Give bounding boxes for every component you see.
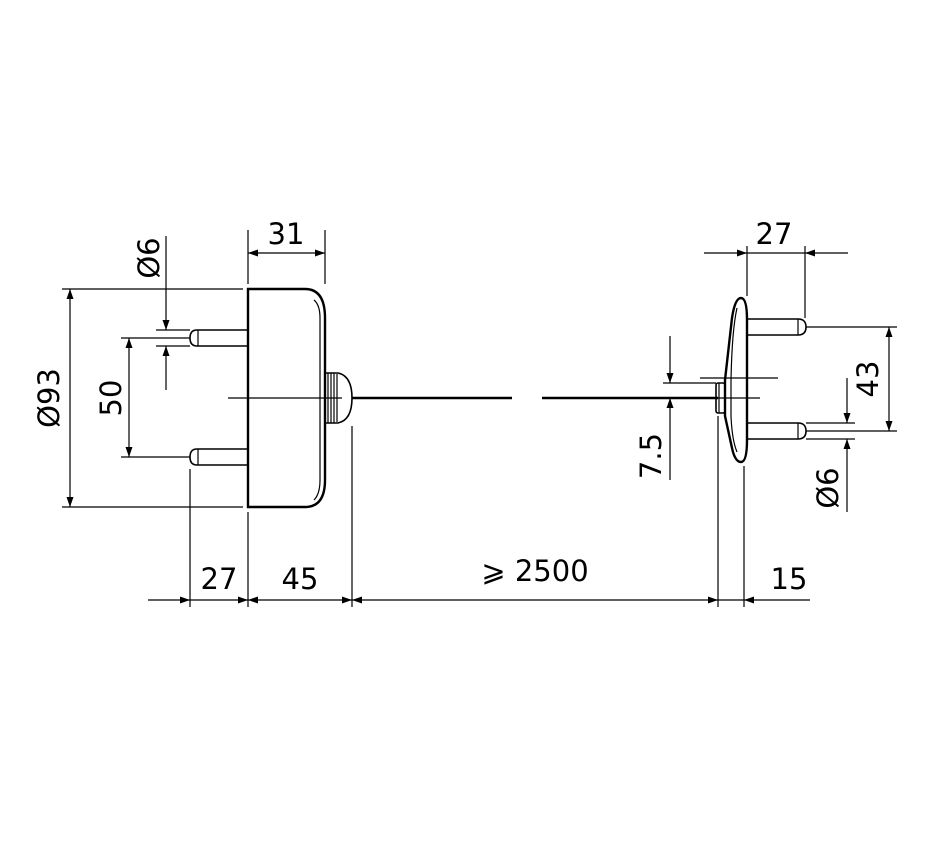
dim-width-31: 31 [247, 217, 326, 284]
right-pin-bottom [747, 422, 807, 440]
left-pin-top [189, 329, 248, 347]
dim-label-diam-pin-left: Ø6 [132, 237, 166, 278]
dim-label-diam-body: Ø93 [32, 368, 66, 428]
dim-label-cable-length: ⩾ 2500 [481, 554, 588, 588]
dim-label-pin-spacing-43: 43 [851, 361, 885, 398]
dim-label-width-31: 31 [268, 217, 305, 251]
right-pin-top [747, 318, 807, 336]
dim-label-length-45: 45 [282, 562, 319, 596]
right-housing [723, 296, 749, 464]
dim-label-pin-spacing-50: 50 [94, 380, 128, 417]
dim-pin-spacing-43: 43 [806, 326, 897, 432]
dim-pin-spacing-50: 50 [94, 337, 190, 458]
center-lines-right [700, 377, 778, 399]
dim-bottom-chain: 27 45 ⩾ 2500 15 [148, 416, 810, 607]
dim-label-length-15: 15 [771, 562, 808, 596]
dim-cable-diam-7-5: 7.5 [634, 336, 716, 480]
dim-label-cable-diam-7-5: 7.5 [634, 433, 668, 479]
dim-label-diam-pin-right: Ø6 [811, 467, 845, 508]
dim-diam-pin-right: Ø6 [806, 378, 855, 512]
left-pin-bottom [189, 448, 248, 466]
dim-width-27-right: 27 [704, 217, 848, 318]
dim-diam-pin-left: Ø6 [132, 236, 190, 390]
dim-diam-body: Ø93 [32, 288, 243, 508]
left-housing [246, 287, 327, 509]
dim-label-pin-len-27-left: 27 [201, 562, 238, 596]
dim-label-width-27-right: 27 [756, 217, 793, 251]
